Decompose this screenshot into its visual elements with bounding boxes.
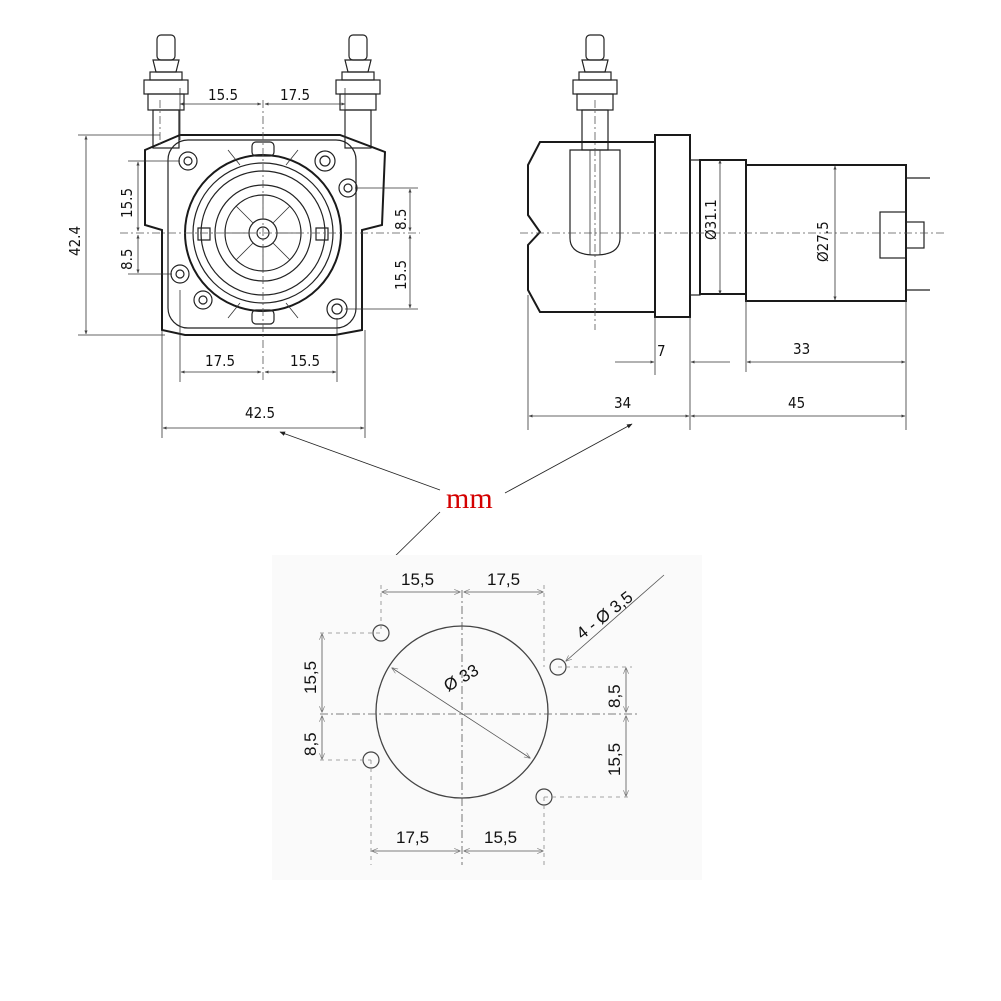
mount-dim-top-left: 15,5 <box>401 570 434 589</box>
front-dim-right-lower: 15.5 <box>392 260 410 290</box>
tube-fitting-right <box>335 34 381 149</box>
front-plate <box>167 139 357 329</box>
side-dim-head-length: 34 <box>614 394 631 412</box>
mount-dim-right-lower: 15,5 <box>605 743 624 776</box>
side-dim-motor-tail: 33 <box>793 340 810 358</box>
side-dim-flange-thickness: 7 <box>657 342 666 360</box>
mount-dim-right-upper: 8,5 <box>605 684 624 708</box>
front-mounting-holes <box>170 150 358 320</box>
front-dim-bottom-left: 17.5 <box>205 352 235 370</box>
mount-dim-bottom-right: 15,5 <box>484 828 517 847</box>
mount-dim-bottom-left: 17,5 <box>396 828 429 847</box>
front-dim-height: 42.4 <box>66 226 84 256</box>
flange <box>654 134 691 318</box>
front-dim-left-lower: 8.5 <box>118 249 136 270</box>
side-dim-motor-dia: Ø27.5 <box>814 221 832 262</box>
mount-dim-left-lower: 8,5 <box>301 732 320 756</box>
side-dim-motor-length: 45 <box>788 394 805 412</box>
unit-label: mm <box>446 482 493 515</box>
front-dim-right-upper: 8.5 <box>392 209 410 230</box>
front-view: 15.5 17.5 42.4 15.5 8.5 8.5 15.5 17.5 15… <box>66 34 420 438</box>
front-dim-top-right: 17.5 <box>280 86 310 104</box>
side-view: Ø31.1 Ø27.5 7 33 34 45 <box>520 34 945 430</box>
front-dim-width: 42.5 <box>245 404 275 422</box>
mount-dim-top-right: 17,5 <box>487 570 520 589</box>
front-dim-bottom-right: 15.5 <box>290 352 320 370</box>
pump-head-side <box>527 141 656 313</box>
pump-body-outline <box>144 134 387 336</box>
mount-dim-left-upper: 15,5 <box>301 661 320 694</box>
side-dim-flange-dia: Ø31.1 <box>702 199 720 240</box>
front-dim-top-left: 15.5 <box>208 86 238 104</box>
tube-fitting-left <box>143 34 189 149</box>
mount-view: Ø 33 4 - Ø 3,5 15,5 17,5 15,5 8,5 8,5 15… <box>272 555 702 880</box>
front-dim-left-upper: 15.5 <box>118 188 136 218</box>
